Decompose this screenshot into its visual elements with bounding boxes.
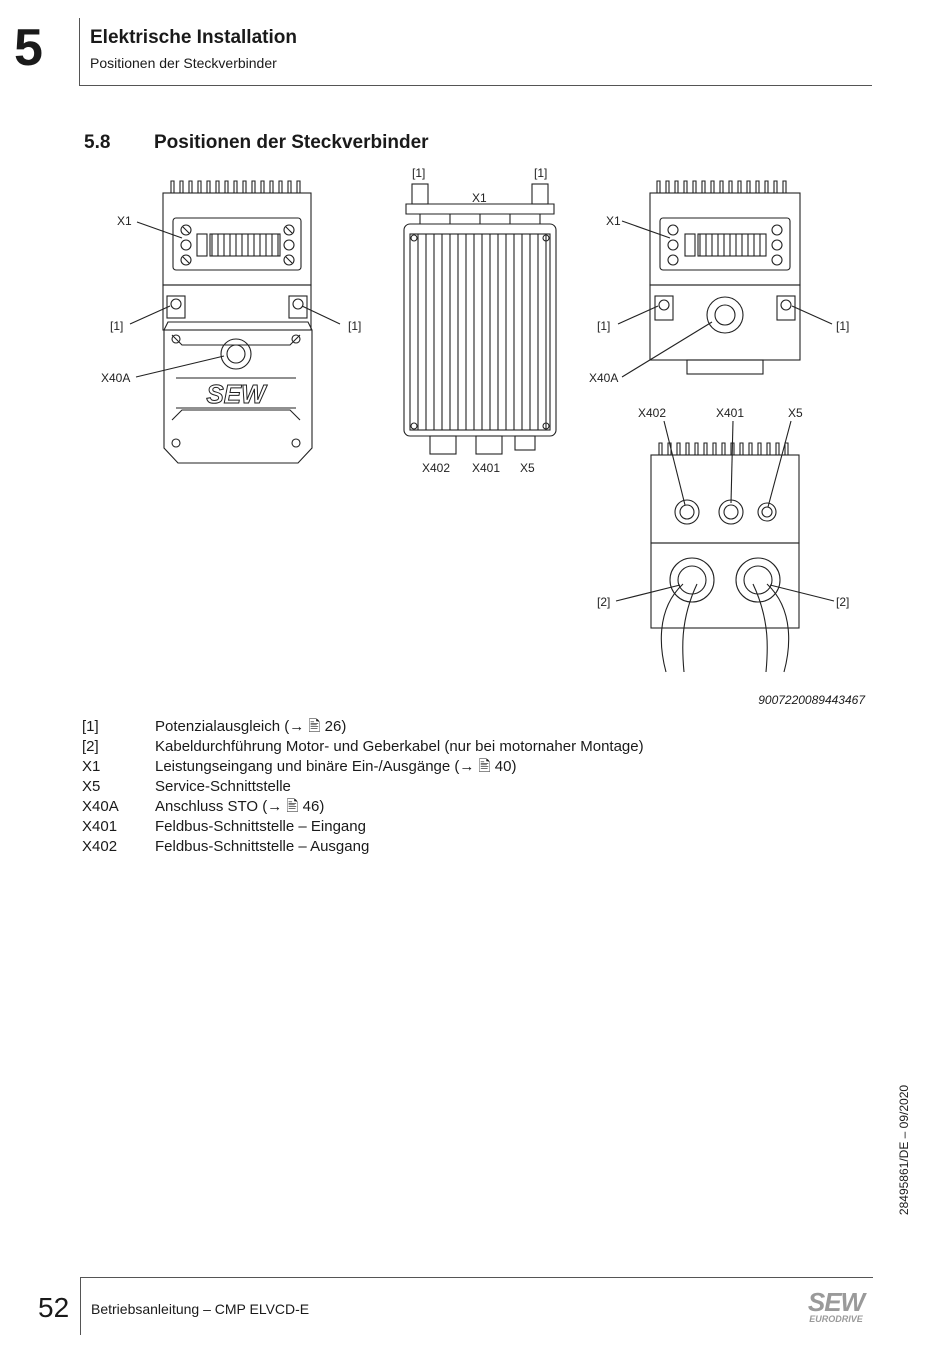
right-bottom-device-leaders bbox=[615, 420, 835, 602]
device-sew-logo: SEW bbox=[206, 379, 268, 409]
connector-positions-figure: SEW bbox=[101, 166, 849, 673]
chapter-title: Elektrische Installation bbox=[90, 27, 297, 48]
right-label-pe-right: [1] bbox=[836, 319, 849, 333]
side-code-text: 28495861/DE – 09/2020 bbox=[897, 1084, 911, 1216]
left-label-x1: X1 bbox=[117, 214, 132, 228]
legend-text: Potenzialausgleich (→ 🖹 26) bbox=[155, 718, 347, 735]
right-bottom-device-drawing bbox=[650, 442, 800, 673]
middle-label-x401: X401 bbox=[472, 461, 500, 475]
legend-text: Service-Schnittstelle bbox=[155, 778, 291, 795]
right-label-x1: X1 bbox=[606, 214, 621, 228]
right-label-x402: X402 bbox=[638, 406, 666, 420]
legend-key: [1] bbox=[82, 718, 99, 735]
legend-row: [1] Potenzialausgleich (→ 🖹 26) bbox=[82, 717, 644, 737]
footer-divider-vertical bbox=[80, 1277, 81, 1335]
middle-device-drawing bbox=[403, 183, 557, 455]
legend-text: Leistungseingang und binäre Ein-/Ausgäng… bbox=[155, 758, 517, 775]
right-label-pe-left: [1] bbox=[597, 319, 610, 333]
section-number: 5.8 bbox=[84, 132, 111, 153]
right-top-device-leaders bbox=[617, 220, 833, 378]
legend-key: X401 bbox=[82, 818, 118, 835]
legend-row: X401 Feldbus-Schnittstelle – Eingang bbox=[82, 817, 644, 837]
sew-eurodrive-logo: SEW EURODRIVE bbox=[800, 1289, 872, 1329]
middle-label-x1: X1 bbox=[472, 191, 487, 205]
right-label-x40a: X40A bbox=[589, 371, 618, 385]
middle-label-x402: X402 bbox=[422, 461, 450, 475]
page-number: 52 bbox=[38, 1292, 70, 1323]
right-top-device-drawing bbox=[649, 180, 801, 375]
left-device-drawing: SEW bbox=[162, 180, 313, 464]
legend-key: [2] bbox=[82, 738, 99, 755]
legend-row: [2] Kabeldurchführung Motor- und Geberka… bbox=[82, 737, 644, 757]
chapter-subtitle: Positionen der Steckverbinder bbox=[90, 55, 277, 71]
figure-id: 9007220089443467 bbox=[758, 693, 865, 707]
right-label-gland-left: [2] bbox=[597, 595, 610, 609]
legend-row: X5 Service-Schnittstelle bbox=[82, 777, 644, 797]
header-divider-horizontal bbox=[79, 85, 872, 86]
legend-key: X402 bbox=[82, 838, 118, 855]
right-label-gland-right: [2] bbox=[836, 595, 849, 609]
legend-text: Feldbus-Schnittstelle – Eingang bbox=[155, 818, 366, 835]
left-label-pe-left: [1] bbox=[110, 319, 123, 333]
footer-document-title: Betriebsanleitung – CMP ELVCD-E bbox=[91, 1301, 310, 1317]
middle-label-pe-left: [1] bbox=[412, 166, 425, 180]
footer-divider-horizontal bbox=[80, 1277, 873, 1278]
legend-key: X5 bbox=[82, 778, 101, 795]
middle-label-pe-right: [1] bbox=[534, 166, 547, 180]
legend: [1] Potenzialausgleich (→ 🖹 26) [2] Kabe… bbox=[82, 717, 644, 857]
middle-label-x5: X5 bbox=[520, 461, 535, 475]
left-label-pe-right: [1] bbox=[348, 319, 361, 333]
legend-key: X1 bbox=[82, 758, 101, 775]
right-label-x5: X5 bbox=[788, 406, 803, 420]
legend-row: X402 Feldbus-Schnittstelle – Ausgang bbox=[82, 837, 644, 857]
legend-row: X1 Leistungseingang und binäre Ein-/Ausg… bbox=[82, 757, 644, 777]
logo-subword: EURODRIVE bbox=[809, 1314, 863, 1324]
legend-text: Feldbus-Schnittstelle – Ausgang bbox=[155, 838, 370, 855]
left-label-x40a: X40A bbox=[101, 371, 130, 385]
legend-key: X40A bbox=[82, 798, 119, 815]
legend-text: Anschluss STO (→ 🖹 46) bbox=[155, 798, 325, 815]
header-divider-vertical bbox=[79, 18, 80, 86]
chapter-number: 5 bbox=[14, 19, 43, 77]
right-label-x401: X401 bbox=[716, 406, 744, 420]
section-title: Positionen der Steckverbinder bbox=[154, 132, 429, 153]
legend-text: Kabeldurchführung Motor- und Geberkabel … bbox=[155, 738, 644, 755]
side-document-code: 28495861/DE – 09/2020 bbox=[888, 1080, 920, 1220]
legend-row: X40A Anschluss STO (→ 🖹 46) bbox=[82, 797, 644, 817]
logo-word: SEW bbox=[807, 1287, 865, 1317]
left-device-leaders bbox=[129, 221, 341, 378]
